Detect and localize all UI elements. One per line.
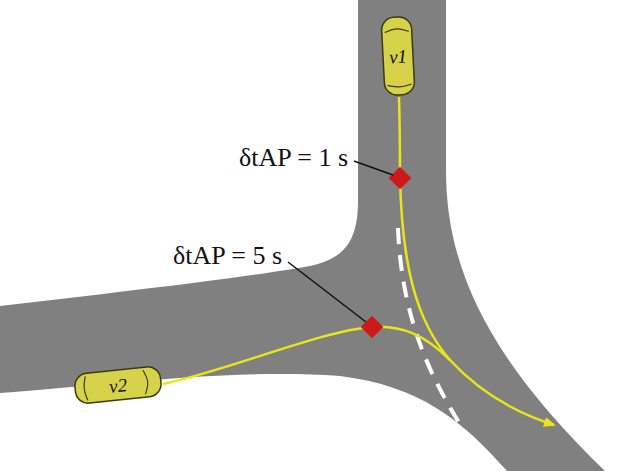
- time-label: δtAP = 5 s: [171, 242, 284, 271]
- vehicle-label: ν1: [389, 46, 408, 66]
- vehicle: ν1: [380, 15, 416, 97]
- lane-marking: [398, 228, 478, 452]
- time-label: δtAP = 1 s: [237, 144, 350, 173]
- car-window: [388, 84, 412, 87]
- vehicle-label: ν2: [108, 375, 128, 396]
- leader-line: [354, 161, 393, 175]
- car-window: [83, 376, 88, 400]
- road: [0, 0, 605, 471]
- car-body: [381, 16, 415, 95]
- leader-line: [288, 262, 366, 322]
- conflict-point: [389, 167, 412, 190]
- trajectory: [163, 327, 450, 384]
- trajectory: [399, 97, 554, 425]
- car-window: [143, 370, 149, 394]
- conflict-point: [361, 316, 384, 339]
- car-window: [385, 28, 409, 32]
- car-body: [74, 366, 163, 405]
